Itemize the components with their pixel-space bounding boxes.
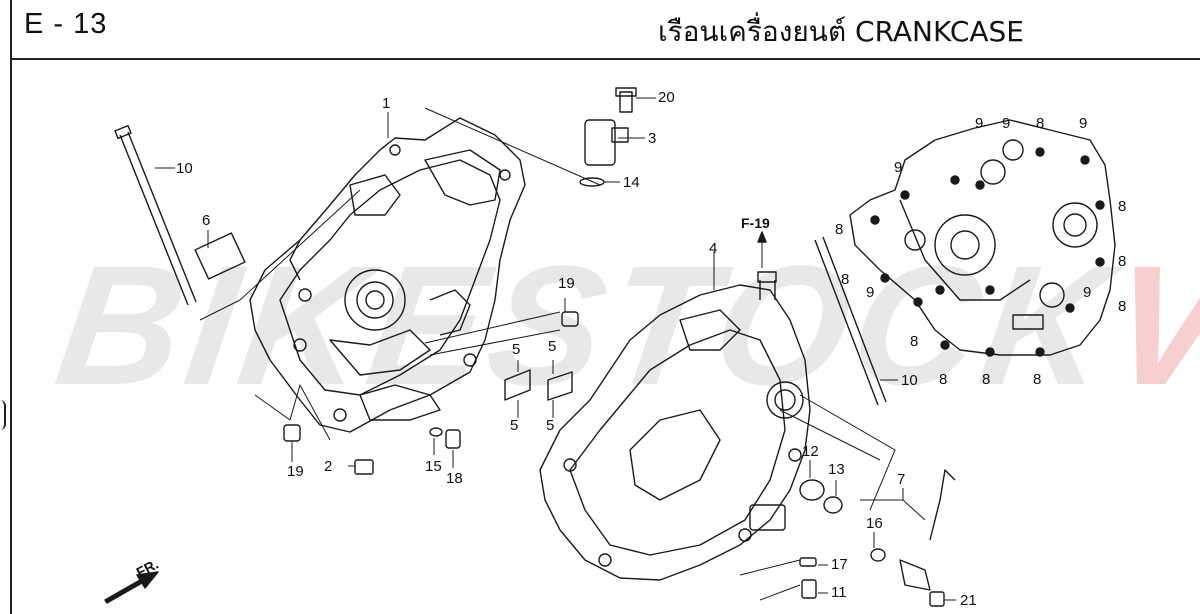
callout-7: 7 <box>897 471 906 488</box>
callout-5: 5 <box>548 338 557 355</box>
left-crankcase-half <box>249 117 526 433</box>
callout-11: 11 <box>831 584 847 601</box>
callout-9: 9 <box>975 115 984 132</box>
right-crankcase-half <box>539 271 811 581</box>
diagram-frame <box>10 0 1200 614</box>
callout-21: 21 <box>960 592 977 609</box>
callout-6: 6 <box>202 212 211 229</box>
callout-16: 16 <box>866 515 883 532</box>
callout-9: 9 <box>1079 115 1088 132</box>
binding-edge-mark <box>0 400 6 430</box>
callout-8: 8 <box>910 333 919 350</box>
callout-5: 5 <box>546 417 555 434</box>
callout-3: 3 <box>648 130 657 147</box>
callout-8: 8 <box>1036 115 1045 132</box>
callout-9: 9 <box>866 284 875 301</box>
callout-10: 10 <box>901 372 918 389</box>
section-title: เรือนเครื่องยนต์ CRANKCASE <box>658 15 1024 48</box>
crankcase-side-view <box>849 119 1116 357</box>
callout-9: 9 <box>894 159 903 176</box>
callout-8: 8 <box>1118 198 1127 215</box>
callout-14: 14 <box>623 174 640 191</box>
small-parts <box>194 232 956 607</box>
callout-4: 4 <box>709 240 718 257</box>
callout-8: 8 <box>1033 371 1042 388</box>
callout-9: 9 <box>1002 115 1011 132</box>
callout-19: 19 <box>287 463 304 480</box>
sensor-assembly <box>579 87 637 187</box>
header-bar <box>10 0 1200 60</box>
callout-1: 1 <box>382 95 391 112</box>
callout-8: 8 <box>841 271 850 288</box>
section-code: E - 13 <box>24 8 108 40</box>
callout-18: 18 <box>446 470 463 487</box>
callout-8: 8 <box>1118 298 1127 315</box>
callout-10: 10 <box>176 160 193 177</box>
callout-8: 8 <box>982 371 991 388</box>
callout-5: 5 <box>512 341 521 358</box>
callout-17: 17 <box>831 556 848 573</box>
callout-8: 8 <box>1118 253 1127 270</box>
reference-label-f19: F-19 <box>741 215 770 231</box>
callout-8: 8 <box>939 371 948 388</box>
front-direction-arrow <box>104 571 159 604</box>
callout-12: 12 <box>802 443 819 460</box>
callout-9: 9 <box>1083 284 1092 301</box>
callout-19: 19 <box>558 275 575 292</box>
leader-lines <box>155 97 956 601</box>
callout-2: 2 <box>324 458 333 475</box>
callout-13: 13 <box>828 461 845 478</box>
stud-bolts <box>114 124 887 406</box>
callout-5: 5 <box>510 417 519 434</box>
callout-8: 8 <box>835 221 844 238</box>
callout-15: 15 <box>425 458 442 475</box>
callout-20: 20 <box>658 89 675 106</box>
